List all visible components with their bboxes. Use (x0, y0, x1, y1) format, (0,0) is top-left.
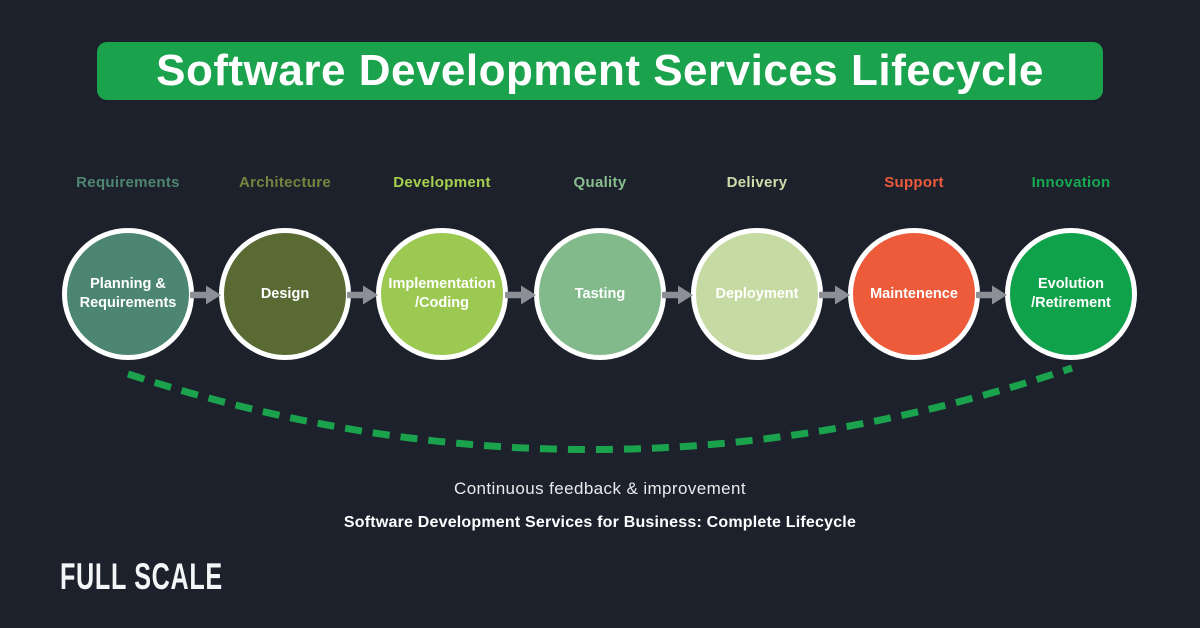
stage-label-innovation: Innovation (1031, 174, 1111, 191)
stage-label-architecture: Architecture (239, 174, 331, 191)
arrow-right-icon (190, 285, 221, 305)
page-title: Software Development Services Lifecycle (156, 46, 1044, 95)
stage-circle-planning-requirements: Planning & Requirements (62, 228, 194, 360)
arrow-right-icon (819, 285, 850, 305)
stage-circle-text: Planning & Requirements (79, 276, 177, 311)
stage-circle-evolution-retirement: Evolution /Retirement (1005, 228, 1137, 360)
stage-circle-text: Deployment (715, 285, 799, 302)
full-scale-logo: FULL SCALE (60, 556, 223, 597)
stage-circle-text: Maintenence (870, 285, 958, 302)
stage-circle-testing: Tasting (534, 228, 666, 360)
stage-circle-design: Design (219, 228, 351, 360)
stage-label-delivery: Delivery (726, 174, 788, 191)
arrow-right-icon (976, 285, 1007, 305)
arrow-right-icon (505, 285, 536, 305)
stage-circle-text: Implementation /Coding (388, 276, 496, 311)
stage-circle-text: Tasting (574, 285, 626, 302)
stage-label-requirements: Requirements (76, 174, 180, 191)
stage-circle-implementation-coding: Implementation /Coding (376, 228, 508, 360)
feedback-curve-path (126, 364, 1074, 453)
stage-circle-deployment: Deployment (691, 228, 823, 360)
arrow-right-icon (662, 285, 693, 305)
stage-label-development: Development (393, 174, 491, 191)
arrow-right-icon (347, 285, 378, 305)
stage-circle-text: Evolution /Retirement (1031, 276, 1111, 311)
stage-circle-maintenance: Maintenence (848, 228, 980, 360)
curve-caption: Continuous feedback & improvement (454, 479, 746, 498)
title-banner: Software Development Services Lifecycle (97, 42, 1103, 100)
stage-label-support: Support (884, 174, 944, 191)
stage-label-quality: Quality (573, 174, 627, 191)
subtitle: Software Development Services for Busine… (343, 514, 857, 531)
stage-circle-text: Design (260, 285, 310, 302)
